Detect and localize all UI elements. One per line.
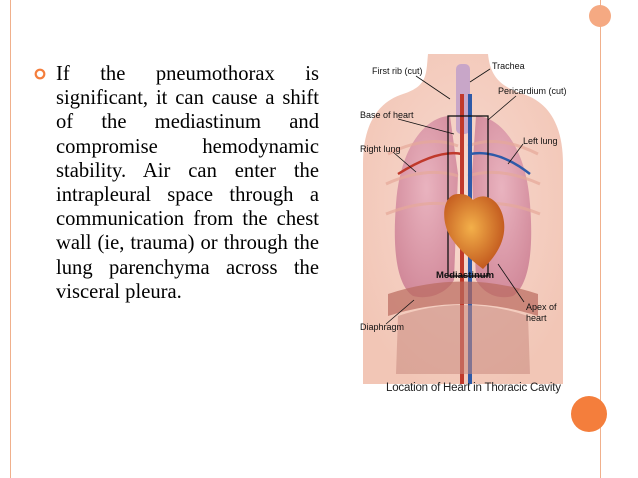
label-mediastinum: Mediastinum	[436, 270, 494, 281]
figure-caption: Location of Heart in Thoracic Cavity	[386, 382, 561, 394]
label-first-rib: First rib (cut)	[372, 66, 423, 76]
label-pericardium: Pericardium (cut)	[498, 86, 567, 96]
circle-bullet-icon	[34, 68, 46, 80]
label-diaphragm: Diaphragm	[360, 322, 404, 332]
decorative-dot-bottom	[571, 396, 607, 432]
label-apex-line1: Apex of	[526, 302, 557, 312]
label-left-lung: Left lung	[523, 136, 558, 146]
decorative-dot-top	[589, 5, 611, 27]
label-right-lung: Right lung	[360, 144, 401, 154]
bullet-text: If the pneumothorax is significant, it c…	[56, 63, 319, 303]
label-base-of-heart: Base of heart	[360, 110, 414, 120]
label-apex-line2: heart	[526, 313, 547, 323]
right-accent-line	[600, 0, 601, 478]
left-accent-line	[10, 0, 11, 478]
bullet-item: If the pneumothorax is significant, it c…	[34, 62, 319, 304]
label-trachea: Trachea	[492, 61, 525, 71]
thoracic-cavity-illustration: Trachea First rib (cut) Pericardium (cut…	[360, 54, 567, 384]
